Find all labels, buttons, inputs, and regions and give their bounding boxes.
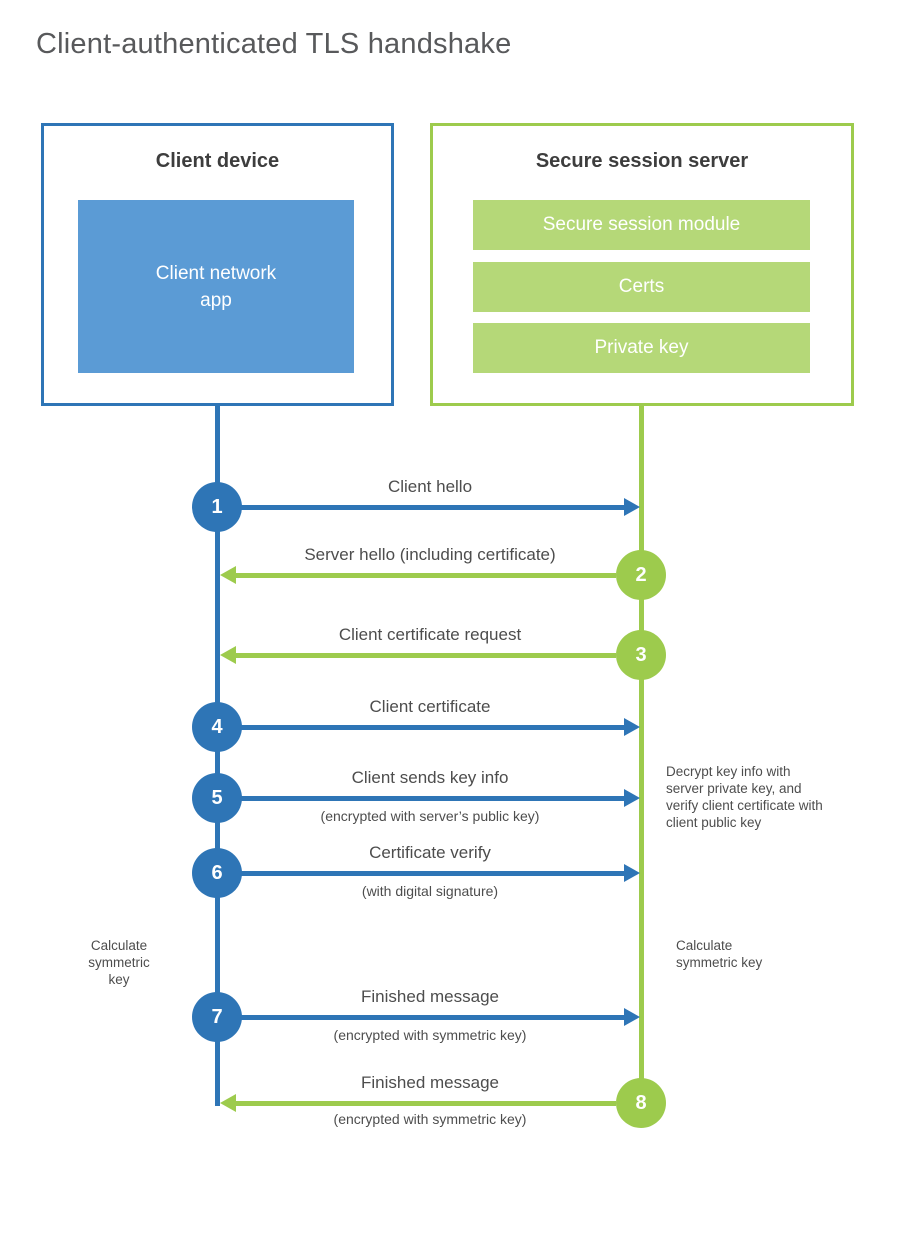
step-2-label: Server hello (including certificate): [304, 545, 556, 564]
step-3-number: 3: [635, 643, 647, 666]
step-7-label: Finished message: [361, 987, 499, 1006]
step-4-circle: 4: [192, 702, 242, 752]
step-4-arrow-line: [240, 725, 624, 730]
step-3-arrowhead-icon: [220, 646, 236, 664]
step-7-sublabel: (encrypted with symmetric key): [333, 1027, 527, 1043]
server-module-certs: Certs: [473, 262, 810, 312]
step-8-label: Finished message: [361, 1073, 499, 1092]
step-1-number: 1: [211, 495, 223, 518]
client-network-app-label: Client network app: [155, 262, 277, 311]
step-7-arrowhead-icon: [624, 1008, 640, 1026]
step-5-number: 5: [211, 786, 223, 809]
step-6-sublabel: (with digital signature): [361, 883, 499, 899]
step-3-label: Client certificate request: [338, 625, 522, 644]
client-device-title: Client device: [155, 150, 280, 172]
step-5-arrow-line: [240, 796, 624, 801]
page-title: Client-authenticated TLS handshake: [36, 28, 512, 60]
step-2-arrow-line: [236, 573, 616, 578]
step-8-sublabel: (encrypted with symmetric key): [333, 1111, 527, 1127]
step-1-circle: 1: [192, 482, 242, 532]
step-5-sublabel: (encrypted with server’s public key): [320, 808, 540, 824]
server-module-secure-session: Secure session module: [473, 200, 810, 250]
client-lifeline: [215, 404, 220, 1106]
step-6-label: Certificate verify: [369, 843, 491, 862]
step-5-circle: 5: [192, 773, 242, 823]
step-4-arrowhead-icon: [624, 718, 640, 736]
step-1-arrowhead-icon: [624, 498, 640, 516]
server-module-private-key: Private key: [473, 323, 810, 373]
step-8-arrowhead-icon: [220, 1094, 236, 1112]
server-lifeline: [639, 404, 644, 1103]
step-4-label: Client certificate: [369, 697, 491, 716]
step-1-label: Client hello: [387, 477, 473, 496]
step-6-arrowhead-icon: [624, 864, 640, 882]
step-2-arrowhead-icon: [220, 566, 236, 584]
step-8-arrow-line: [236, 1101, 616, 1106]
step-8-number: 8: [635, 1091, 647, 1114]
step-7-number: 7: [211, 1005, 223, 1028]
step-4-number: 4: [211, 715, 223, 738]
step-6-arrow-line: [240, 871, 624, 876]
decrypt-key-note: Decrypt key info with server private key…: [666, 764, 823, 830]
client-network-app-box: Client network app: [78, 200, 354, 373]
secure-session-server-title: Secure session server: [535, 150, 749, 172]
step-7-arrow-line: [240, 1015, 624, 1020]
calculate-symmetric-key-server: Calculate symmetric key: [676, 938, 763, 970]
step-8-circle: 8: [616, 1078, 666, 1128]
step-6-circle: 6: [192, 848, 242, 898]
step-6-number: 6: [211, 861, 223, 884]
step-2-number: 2: [635, 563, 647, 586]
step-5-arrowhead-icon: [624, 789, 640, 807]
step-5-label: Client sends key info: [351, 768, 509, 787]
step-2-circle: 2: [616, 550, 666, 600]
calculate-symmetric-key-client: Calculate symmetric key: [88, 938, 150, 987]
step-1-arrow-line: [240, 505, 624, 510]
step-3-arrow-line: [236, 653, 616, 658]
step-7-circle: 7: [192, 992, 242, 1042]
step-3-circle: 3: [616, 630, 666, 680]
